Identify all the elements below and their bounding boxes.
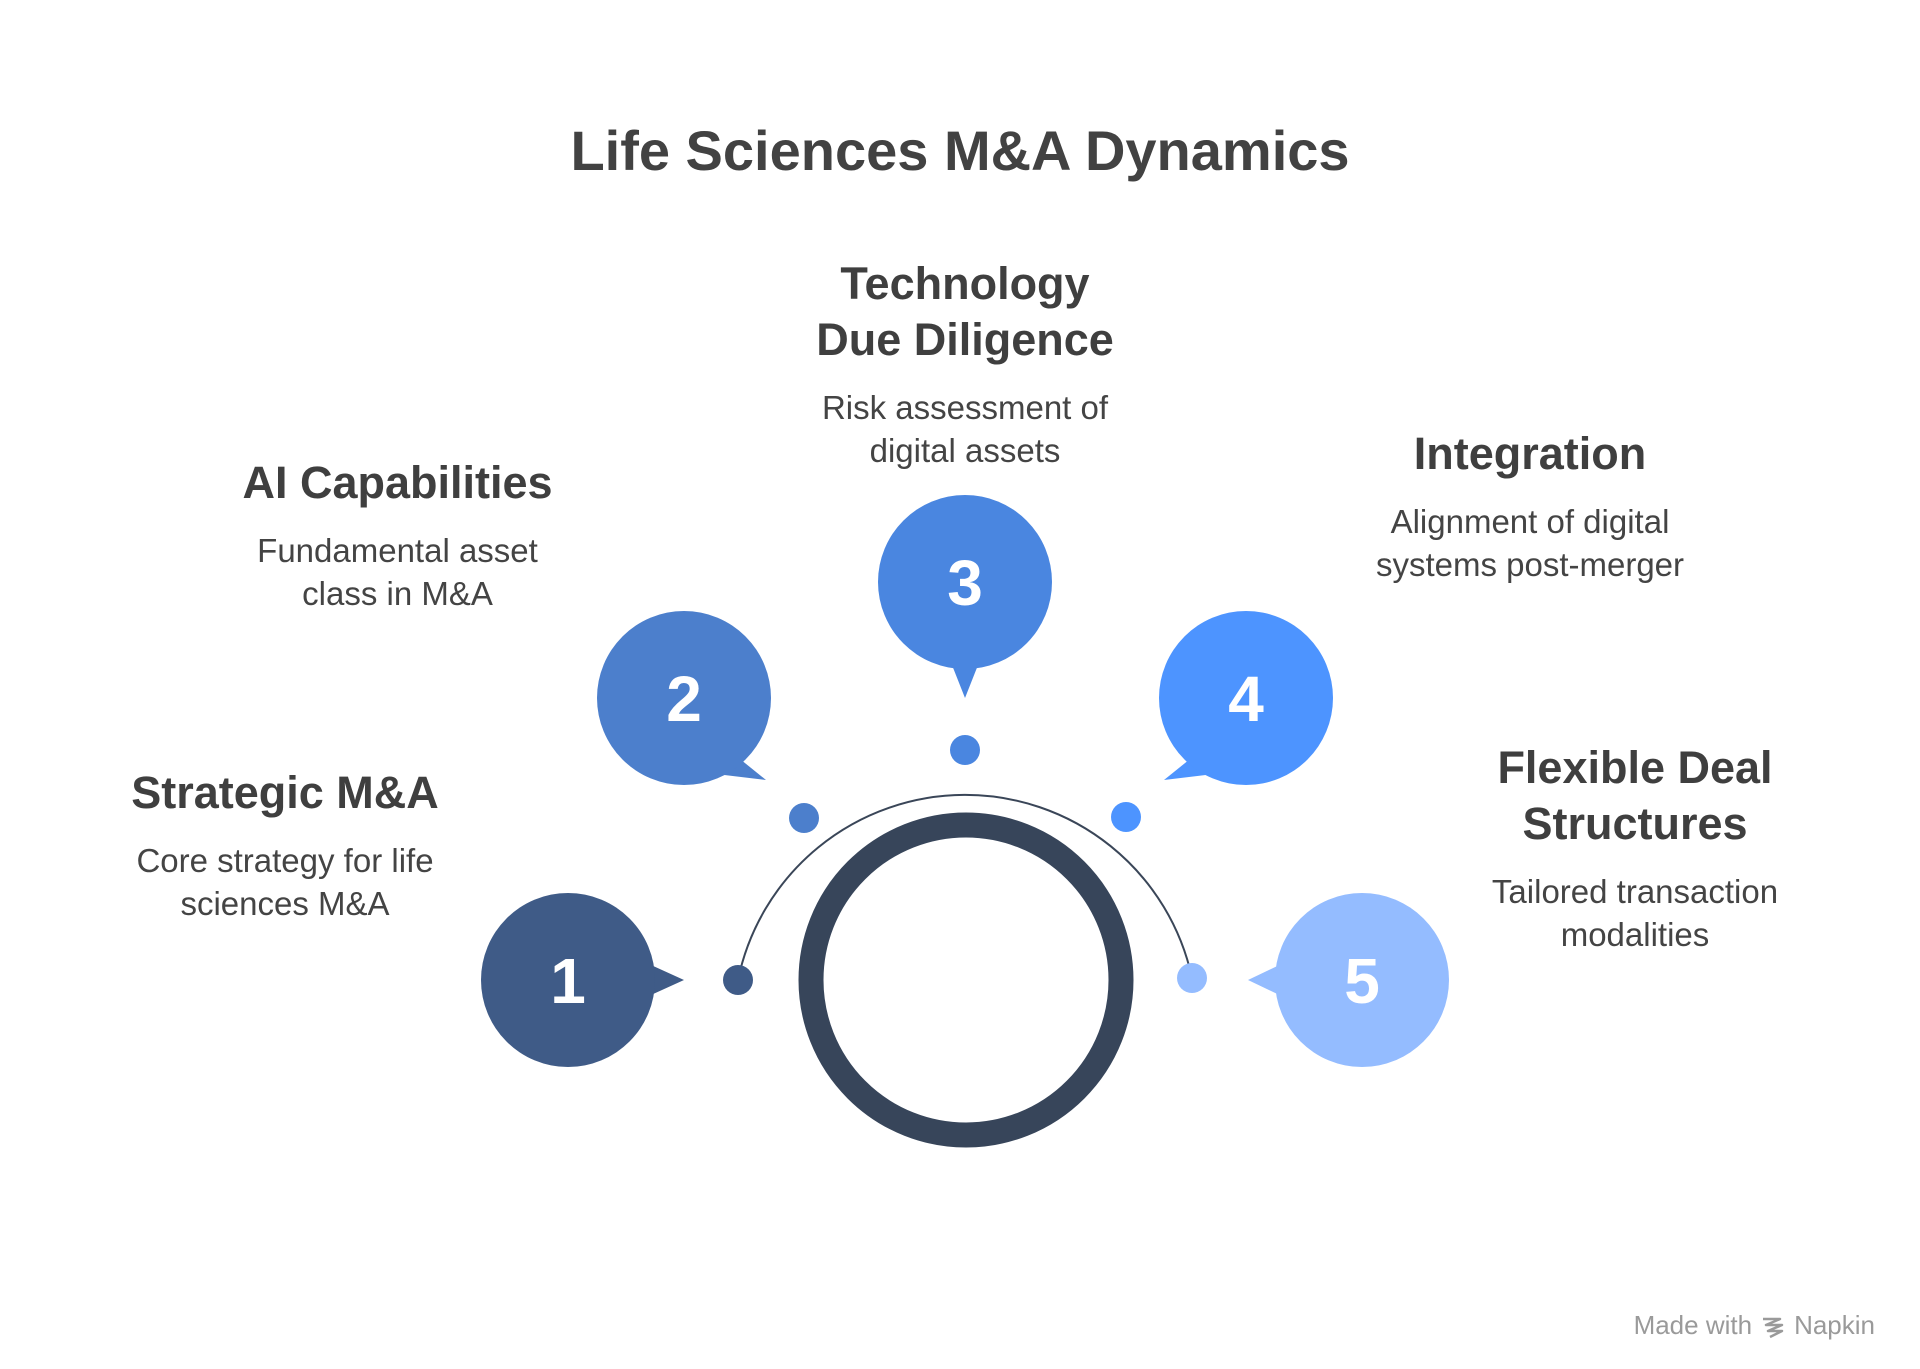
dot-5 <box>1177 963 1207 993</box>
made-with-text: Made with <box>1633 1310 1753 1340</box>
label-flexible-deal-structures: Flexible Deal Structures Tailored transa… <box>1465 740 1805 956</box>
heading: Integration <box>1413 428 1647 479</box>
heading: Flexible Deal Structures <box>1497 742 1773 849</box>
bubble-5-number: 5 <box>1344 945 1380 1017</box>
bubble-1: 1 <box>481 893 684 1067</box>
bubble-5: 5 <box>1248 893 1449 1067</box>
description: Core strategy for life sciences M&A <box>136 842 434 922</box>
connector-arc <box>737 793 1193 981</box>
label-ai-capabilities: AI Capabilities Fundamental asset class … <box>220 455 575 615</box>
made-with-napkin-footer: Made with Napkin <box>1634 1310 1875 1341</box>
dot-4 <box>1111 802 1141 832</box>
description: Fundamental asset class in M&A <box>257 532 538 612</box>
bubble-3-number: 3 <box>947 547 983 619</box>
description: Tailored transaction modalities <box>1491 873 1779 953</box>
napkin-brand-text: Napkin <box>1794 1310 1875 1340</box>
diagram-title: Life Sciences M&A Dynamics <box>570 119 1350 182</box>
label-integration: Integration Alignment of digital systems… <box>1360 426 1700 586</box>
dot-2 <box>789 803 819 833</box>
hub-ring <box>798 812 1134 1148</box>
dot-3 <box>950 735 980 765</box>
bubble-4: 4 <box>1159 611 1333 785</box>
bubble-4-number: 4 <box>1228 663 1264 735</box>
bubble-1-number: 1 <box>550 945 586 1017</box>
heading: Strategic M&A <box>131 767 439 818</box>
description: Risk assessment of digital assets <box>821 389 1109 469</box>
heading: Technology Due Diligence <box>816 258 1114 365</box>
label-technology-due-diligence: Technology Due Diligence Risk assessment… <box>775 256 1155 472</box>
bubble-3: 3 <box>878 495 1052 698</box>
dot-1 <box>723 965 753 995</box>
label-strategic-ma: Strategic M&A Core strategy for life sci… <box>95 765 475 925</box>
bubble-2-number: 2 <box>666 663 702 735</box>
description: Alignment of digital systems post-merger <box>1375 503 1685 583</box>
heading: AI Capabilities <box>242 457 553 508</box>
napkin-logo-icon <box>1763 1317 1784 1338</box>
bubble-2: 2 <box>597 611 771 785</box>
